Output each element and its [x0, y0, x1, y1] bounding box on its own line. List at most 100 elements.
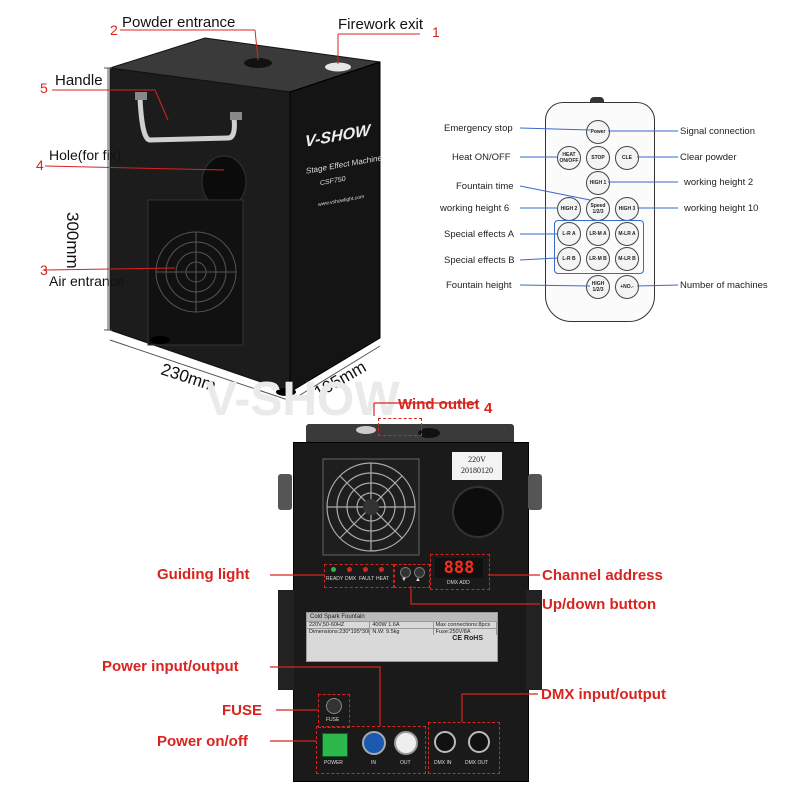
voltage-sticker: 220V 20180120 — [452, 452, 502, 480]
down-arrow-icon: ▼ — [401, 577, 407, 583]
nameplate-row: 220V,50-60HZ 400W 1.6A Max connections:8… — [307, 621, 497, 628]
indicator-label-heat: HEAT — [376, 576, 389, 582]
remote-button-lrm-b[interactable]: LR-M B — [586, 247, 610, 271]
power-in-connector[interactable] — [362, 731, 386, 755]
side-foot-left — [278, 590, 294, 690]
power-switch[interactable] — [322, 733, 348, 757]
remote-label-special-effects-b: Special effects B — [444, 255, 515, 266]
remote-button-mlr-a[interactable]: M-LR A — [615, 222, 639, 246]
remote-button-speed[interactable]: Speed 1/2/3 — [586, 197, 610, 221]
remote-button-lr-a[interactable]: L-R A — [557, 222, 581, 246]
guiding-light-panel — [324, 564, 394, 588]
indicator-label-fault: FAULT — [359, 576, 375, 582]
adjust-knob[interactable] — [452, 486, 504, 538]
label-dmx-input-output: DMX input/output — [541, 686, 666, 703]
top-device-illustration — [44, 29, 420, 401]
callout-air-entrance: Air entrance — [49, 273, 125, 289]
plate-cell: 220V,50-60HZ — [307, 622, 371, 628]
indicator-fault — [363, 567, 368, 572]
remote-label-emergency-stop: Emergency stop — [444, 123, 513, 134]
power-in-label: IN — [371, 760, 376, 766]
side-handle-left — [278, 474, 292, 510]
dmx-in-connector[interactable] — [434, 731, 456, 753]
fuse-label: FUSE — [326, 717, 340, 723]
up-arrow-icon: ▲ — [415, 577, 421, 583]
remote-button-high1[interactable]: HIGH 1 — [586, 171, 610, 195]
label-power-input-output: Power input/output — [102, 658, 239, 675]
power-switch-label: POWER — [324, 760, 343, 766]
remote-label-working-height-2: working height 2 — [684, 177, 754, 188]
fuse-holder[interactable] — [326, 698, 342, 714]
nameplate-row: Dimensions:230*195*300mm N.W: 9.5kg Fuse… — [307, 628, 497, 635]
remote-button-heat[interactable]: HEAT ON/OFF — [557, 146, 581, 170]
side-foot-right — [526, 590, 542, 690]
power-out-connector[interactable] — [394, 731, 418, 755]
plate-cell: 400W 1.6A — [370, 622, 434, 628]
bottom-callout-lines — [270, 402, 540, 742]
remote-button-high2[interactable]: HIGH 2 — [557, 197, 581, 221]
dmx-out-connector[interactable] — [468, 731, 490, 753]
top-ring — [356, 426, 376, 434]
callout-number: 2 — [110, 22, 118, 38]
remote-button-mlr-b[interactable]: M-LR B — [615, 247, 639, 271]
label-updown-button: Up/down button — [542, 596, 657, 613]
watermark: V-SHOW — [205, 373, 400, 426]
remote-tab — [590, 97, 604, 103]
label-wind-outlet-number: 4 — [484, 400, 493, 417]
remote-leader-lines — [519, 127, 679, 287]
power-out-label: OUT — [400, 760, 411, 766]
plate-cell: Dimensions:230*195*300mm — [307, 629, 371, 635]
nameplate: Cold Spark Fountain 220V,50-60HZ 400W 1.… — [306, 612, 498, 662]
down-button[interactable] — [400, 567, 411, 578]
remote-button-number[interactable]: +NO.- — [615, 275, 639, 299]
dmx-add-label: DMX ADD — [447, 580, 470, 586]
remote-button-high123[interactable]: HIGH 1/2/3 — [586, 275, 610, 299]
nameplate-title: Cold Spark Fountain — [307, 613, 497, 621]
rear-fan — [322, 458, 420, 556]
sticker-voltage: 220V — [468, 455, 486, 464]
dmx-connectors-frame — [428, 722, 500, 774]
callout-number: 1 — [432, 24, 440, 40]
remote-label-special-effects-a: Special effects A — [444, 229, 515, 240]
indicator-ready — [331, 567, 336, 572]
channel-display-frame — [430, 554, 490, 590]
indicator-heat — [379, 567, 384, 572]
remote-button-stop[interactable]: STOP — [586, 146, 610, 170]
label-fuse: FUSE — [222, 702, 263, 719]
sticker-date: 20180120 — [461, 466, 493, 475]
remote-label-clear-powder: Clear powder — [680, 152, 737, 163]
wind-outlet-frame — [378, 418, 422, 436]
label-channel-address: Channel address — [542, 567, 663, 584]
remote-label-fountain-time: Fountain time — [456, 181, 514, 192]
label-guiding-light: Guiding light — [157, 566, 250, 583]
nameplate-marks: CE RoHS — [452, 635, 483, 642]
remote-label-heat: Heat ON/OFF — [452, 152, 511, 163]
side-handle-right — [528, 474, 542, 510]
plate-cell: N.W: 9.5kg — [370, 629, 434, 635]
indicator-label-ready: READY — [326, 576, 344, 582]
remote-button-lr-b[interactable]: L-R B — [557, 247, 581, 271]
remote-label-working-height-10: working height 10 — [684, 203, 759, 214]
power-connectors-frame — [316, 726, 426, 774]
plate-cell: Fuse:250V/8A — [434, 629, 497, 635]
remote-label-working-height-6: working height 6 — [440, 203, 510, 214]
label-wind-outlet: Wind outlet — [398, 396, 480, 413]
remote-button-cle[interactable]: CLE — [615, 146, 639, 170]
updown-button-frame — [394, 564, 430, 588]
channel-display: 888 — [435, 558, 483, 578]
plate-cell: Max connections:8pcs — [434, 622, 497, 628]
callout-handle: Handle — [55, 72, 103, 89]
top-knob — [418, 428, 440, 438]
remote-label-signal-connection: Signal connection — [680, 126, 755, 137]
remote-label-fountain-height: Fountain height — [446, 280, 512, 291]
remote-button-power[interactable]: Power — [586, 120, 610, 144]
label-power-on-off: Power on/off — [157, 733, 248, 750]
up-button[interactable] — [414, 567, 425, 578]
callout-powder-entrance: Powder entrance — [122, 14, 236, 31]
fuse-frame — [318, 694, 350, 728]
dmx-in-label: DMX IN — [434, 760, 452, 766]
indicator-dmx — [347, 567, 352, 572]
callout-hole-for-fix: Hole(for fix) — [49, 147, 122, 163]
remote-button-lrm-a[interactable]: LR-M A — [586, 222, 610, 246]
remote-label-number-of-machines: Number of machines — [680, 280, 768, 291]
